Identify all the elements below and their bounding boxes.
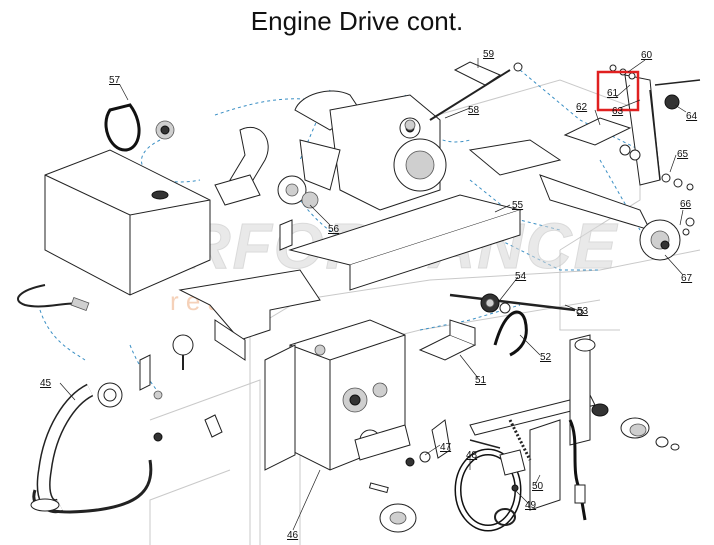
callout-50: 50 [532,481,544,492]
callout-47: 47 [440,442,452,453]
callout-49: 49 [525,500,537,511]
callout-57: 57 [109,75,121,86]
callout-66: 66 [680,199,692,210]
part-55-frame [288,139,562,291]
part-52-belt [493,310,528,357]
callout-45: 45 [40,378,52,389]
callout-46: 46 [287,530,299,541]
callout-53: 53 [577,306,589,317]
callout-51: 51 [475,375,487,386]
callout-59: 59 [483,49,495,60]
callout-56: 56 [328,224,340,235]
callout-54: 54 [515,271,527,282]
part-47-50-brake-assembly [405,419,526,532]
engine-block [214,90,447,211]
callout-58: 58 [468,105,480,116]
highlight-box [596,70,640,112]
callout-60: 60 [641,50,653,61]
part-58-59-shaft [404,61,523,131]
part-45-exhaust-pipe [30,382,153,514]
mounting-bracket [178,269,321,361]
callout-64: 64 [686,111,698,122]
part-60-67-lever-assembly [539,64,701,261]
diagram-title: Engine Drive cont. [250,6,464,36]
gauge [139,334,223,442]
callout-67: 67 [681,273,693,284]
part-46-gearbox [264,319,411,471]
callout-61: 61 [607,88,619,99]
callout-63: 63 [612,106,624,117]
callout-leader-lines [59,58,687,531]
lower-right-linkage [469,334,680,521]
callout-48: 48 [466,450,478,461]
part-51-bracket [418,319,477,361]
part-54-pulley [480,293,511,314]
part-57-belt [104,103,175,152]
fuel-tank [17,149,211,312]
callout-labels: 45 46 47 48 49 50 51 52 53 54 55 56 57 5… [40,49,698,541]
callout-52: 52 [540,352,552,363]
callout-55: 55 [512,200,524,211]
callout-65: 65 [677,149,689,160]
part-53-rod [449,293,584,316]
callout-62: 62 [576,102,588,113]
bottom-pulley [368,482,417,533]
